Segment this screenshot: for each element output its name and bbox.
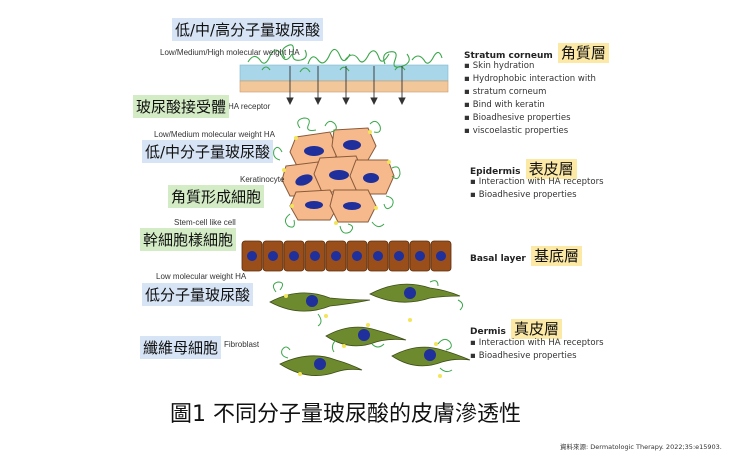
stem-zh: 幹細胞樣細胞 <box>140 228 237 251</box>
dermis-item: Bioadhesive properties <box>470 350 604 363</box>
ha-strands-top <box>247 44 443 73</box>
keratinocyte-cluster <box>273 117 401 234</box>
basal-layer-cells <box>241 240 452 272</box>
basal-cell-nucleus <box>247 251 257 261</box>
receptor-zh: 玻尿酸接受體 <box>133 95 230 118</box>
basal-cell-nucleus <box>352 251 362 261</box>
source-note: 資料來源: Dermatologic Therapy. 2022;35:e159… <box>560 443 722 451</box>
fibro-zh: 纖維母細胞 <box>140 336 222 359</box>
epidermis-item: Bioadhesive properties <box>470 189 604 202</box>
basal-cell-nucleus <box>268 251 278 261</box>
epidermis-heading: Epidermis 表皮層 <box>470 158 577 179</box>
dermis-heading: Dermis 真皮層 <box>470 318 562 339</box>
epidermis-title-en: Epidermis <box>470 167 521 177</box>
corneum-item: Bioadhesive properties <box>464 112 596 125</box>
fibroblast-group <box>269 280 471 378</box>
corneum-title-en: Stratum corneum <box>464 51 553 61</box>
corneum-item: Skin hydration <box>464 60 596 73</box>
low-med-en: Low/Medium molecular weight HA <box>154 130 276 139</box>
penetration-arrows <box>286 66 406 106</box>
basal-cell-nucleus <box>331 251 341 261</box>
low-en: Low molecular weight HA <box>156 272 247 281</box>
keratinocyte-zh: 角質形成細胞 <box>168 185 265 208</box>
stratum-corneum-slab <box>239 64 449 93</box>
basal-heading: Basal layer 基底層 <box>470 245 582 266</box>
corneum-title-zh: 角質層 <box>557 43 609 63</box>
basal-cell-nucleus <box>373 251 383 261</box>
corneum-item: Bind with keratin <box>464 99 596 112</box>
low-zh: 低分子量玻尿酸 <box>142 283 254 306</box>
stem-en: Stem-cell like cell <box>174 218 236 227</box>
basal-cell-nucleus <box>436 251 446 261</box>
ha-title-zh: 低/中/高分子量玻尿酸 <box>172 18 324 41</box>
corneum-item: Hydrophobic interaction with <box>464 73 596 86</box>
corneum-heading: Stratum corneum 角質層 <box>464 42 609 63</box>
basal-title-en: Basal layer <box>470 254 526 264</box>
ha-title-en: Low/Medium/High molecular weight HA <box>160 48 300 57</box>
basal-cell-nucleus <box>310 251 320 261</box>
epidermis-title-zh: 表皮層 <box>525 159 577 179</box>
corneum-item-cont-text: stratum corneum <box>472 87 547 97</box>
figure-caption: 圖1 不同分子量玻尿酸的皮膚滲透性 <box>170 402 521 427</box>
dermis-title-zh: 真皮層 <box>510 319 562 339</box>
dermis-list: Interaction with HA receptors Bioadhesiv… <box>470 337 604 363</box>
keratinocyte-en: Keratinocyte <box>240 175 285 184</box>
epidermis-list: Interaction with HA receptors Bioadhesiv… <box>470 176 604 202</box>
corneum-item: viscoelastic properties <box>464 125 596 138</box>
corneum-list: Skin hydration Hydrophobic interaction w… <box>464 60 596 138</box>
basal-cell-nucleus <box>394 251 404 261</box>
receptor-en: HA receptor <box>228 102 271 111</box>
low-med-zh: 低/中分子量玻尿酸 <box>142 140 274 163</box>
dermis-item: Interaction with HA receptors <box>470 337 604 350</box>
basal-title-zh: 基底層 <box>530 246 582 266</box>
fibro-en: Fibroblast <box>224 340 260 349</box>
dermis-title-en: Dermis <box>470 327 506 337</box>
basal-cell-nucleus <box>415 251 425 261</box>
epidermis-item: Interaction with HA receptors <box>470 176 604 189</box>
basal-cell-nucleus <box>289 251 299 261</box>
corneum-item-cont: stratum corneum <box>464 86 596 99</box>
